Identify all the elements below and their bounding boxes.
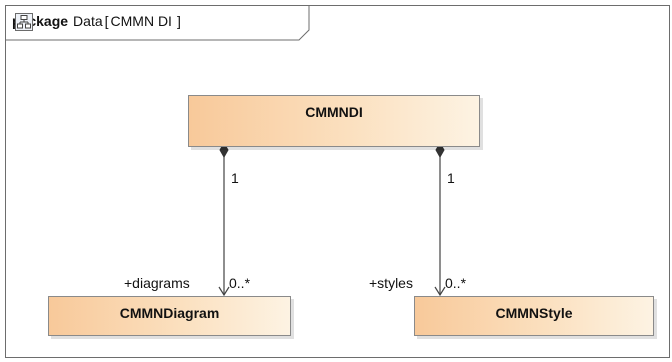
class-cmmndi[interactable]: CMMNDI (188, 95, 480, 147)
class-cmmndiagram[interactable]: CMMNDiagram (48, 296, 291, 336)
package-name: Data (73, 13, 103, 29)
role-label: +diagrams (124, 275, 190, 291)
bracket-open: [ (104, 13, 109, 29)
class-diagram-icon (15, 13, 33, 31)
arrowhead-icon (218, 286, 230, 297)
multiplicity-label: 0..* (229, 275, 251, 291)
association-diagrams[interactable] (218, 141, 230, 297)
multiplicity-label: 0..* (445, 275, 467, 291)
diagram-name: CMMN DI (110, 13, 172, 29)
multiplicity-label: 1 (231, 170, 239, 186)
multiplicity-label: 1 (447, 170, 455, 186)
class-name: CMMNDiagram (119, 305, 220, 321)
frame-tab-border (6, 6, 310, 41)
bracket-close: ] (176, 13, 181, 29)
frame-heading: package Data [ CMMN DI ] (12, 13, 183, 31)
class-name: CMMNDI (305, 104, 363, 120)
arrowhead-icon (434, 286, 446, 297)
association-styles[interactable] (434, 141, 446, 297)
role-label: +styles (369, 275, 413, 291)
class-cmmnstyle[interactable]: CMMNStyle (414, 296, 654, 336)
class-name: CMMNStyle (495, 305, 573, 321)
